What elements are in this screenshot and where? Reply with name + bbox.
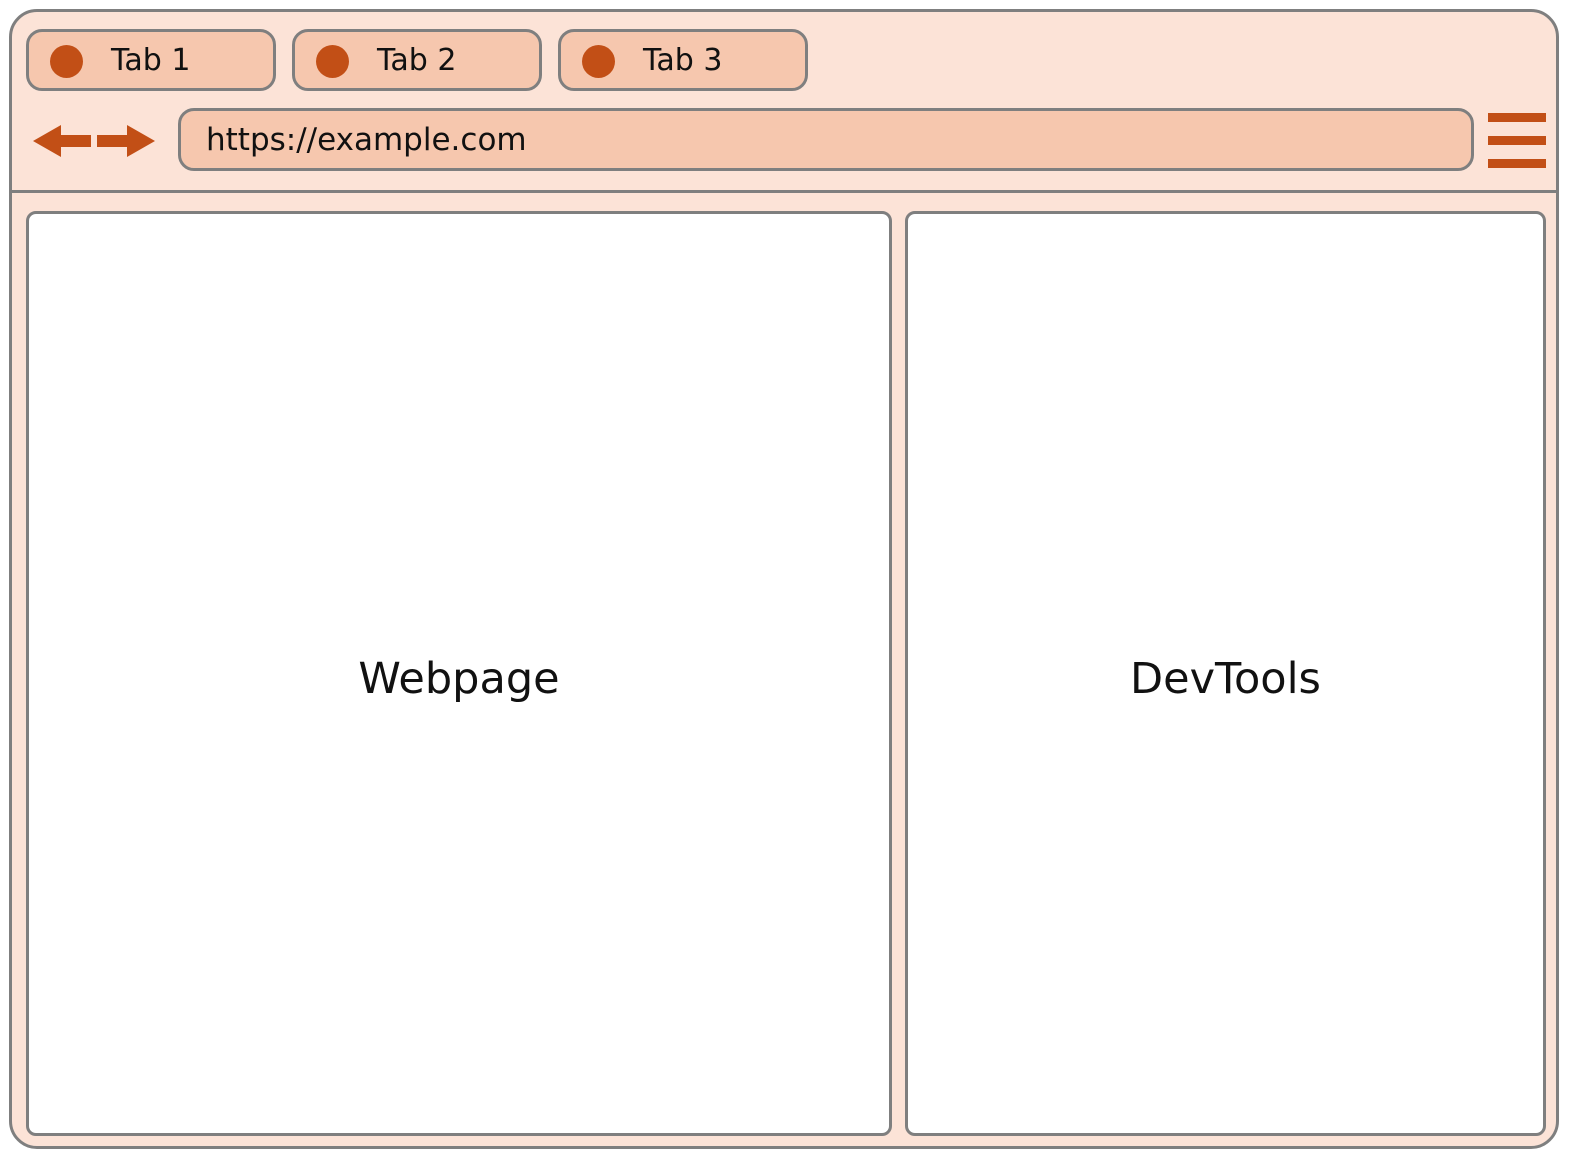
tab-2-label: Tab 2 [377,43,457,78]
tab-1-label: Tab 1 [111,43,191,78]
devtools-label: DevTools [1130,654,1321,704]
back-arrow-icon[interactable] [33,123,91,159]
devtools-pane: DevTools [905,211,1546,1136]
navigation-arrows [33,123,155,159]
hamburger-menu-icon[interactable] [1488,113,1546,169]
webpage-pane: Webpage [26,211,892,1136]
tab-3-circle-icon [582,45,615,78]
tab-1[interactable]: Tab 1 [26,29,276,91]
address-bar[interactable]: https://example.com [178,108,1474,171]
address-url: https://example.com [206,122,527,158]
tab-2-circle-icon [316,45,349,78]
tab-3-label: Tab 3 [643,43,723,78]
tab-3[interactable]: Tab 3 [558,29,808,91]
webpage-label: Webpage [358,654,560,704]
menu-bar-middle [1488,136,1546,145]
menu-bar-bottom [1488,159,1546,168]
browser-window: Tab 1 Tab 2 Tab 3 https://example.com We… [9,9,1559,1149]
forward-arrow-icon[interactable] [97,123,155,159]
menu-bar-top [1488,113,1546,122]
tab-1-circle-icon [50,45,83,78]
tab-2[interactable]: Tab 2 [292,29,542,91]
toolbar-divider [12,190,1556,193]
